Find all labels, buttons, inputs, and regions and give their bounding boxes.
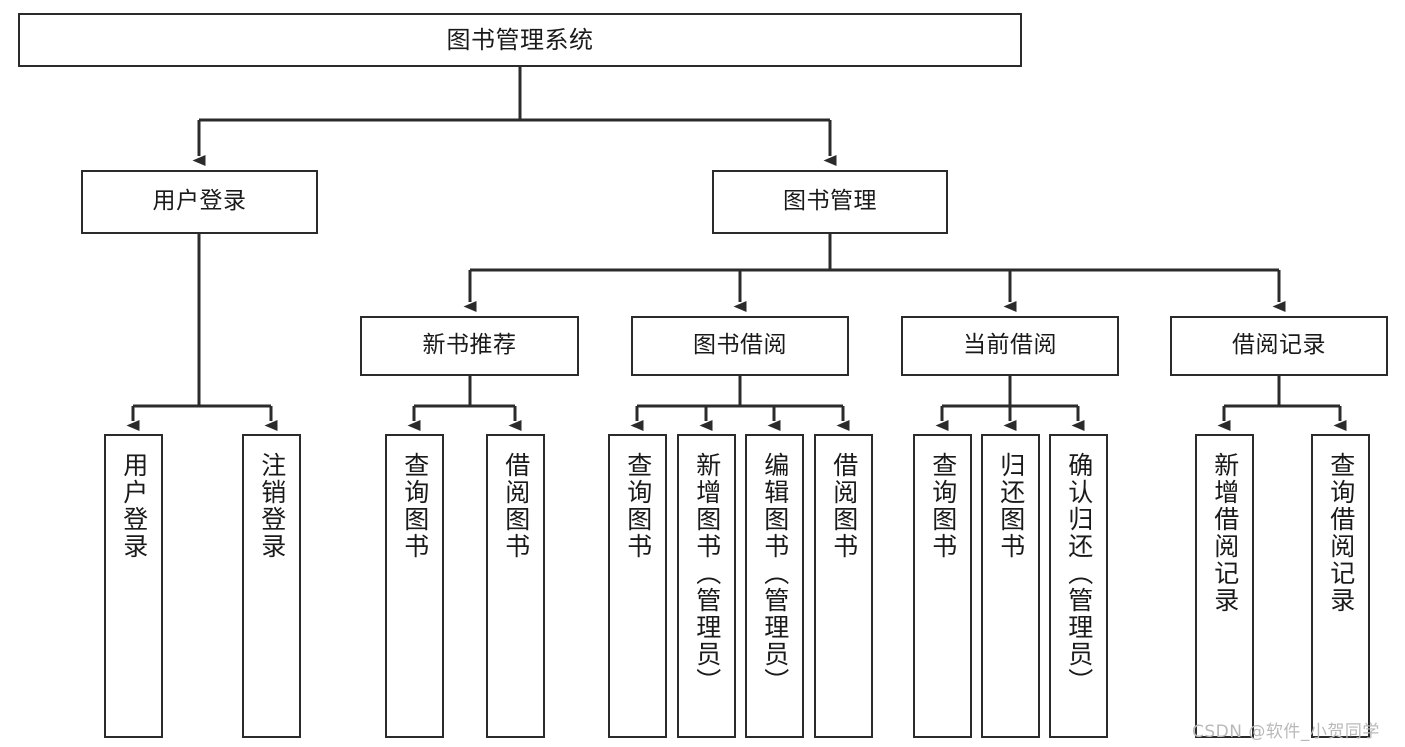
node-label: 用户登录 (152, 188, 247, 215)
node-label: 注销登录 (257, 452, 287, 560)
node-label: 借阅图书 (501, 452, 531, 560)
leaf-user-login-logout[interactable]: 注销登录 (242, 434, 301, 738)
node-label: 图书管理 (783, 188, 877, 215)
node-label: 归还图书 (996, 452, 1026, 560)
node-label: 图书管理系统 (446, 25, 594, 54)
node-label: 查询图书 (623, 452, 653, 560)
node-label: 确认归还（管理员） (1064, 452, 1094, 695)
node-label: 编辑图书（管理员） (760, 452, 790, 695)
leaf-current-borrow-confirm-return[interactable]: 确认归还（管理员） (1049, 434, 1108, 738)
node-label: 新书推荐 (422, 332, 517, 359)
leaf-current-borrow-query[interactable]: 查询图书 (913, 434, 972, 738)
node-label: 用户登录 (119, 452, 149, 560)
node-label: 图书借阅 (693, 332, 787, 359)
leaf-book-borrow-query[interactable]: 查询图书 (608, 434, 667, 738)
leaf-book-borrow-edit[interactable]: 编辑图书（管理员） (745, 434, 804, 738)
node-label: 查询借阅记录 (1326, 452, 1356, 614)
leaf-new-book-query[interactable]: 查询图书 (385, 434, 444, 738)
node-label: 新增图书（管理员） (692, 452, 722, 695)
node-root-system[interactable]: 图书管理系统 (18, 13, 1022, 67)
leaf-borrow-record-query[interactable]: 查询借阅记录 (1311, 434, 1370, 738)
leaf-new-book-borrow[interactable]: 借阅图书 (486, 434, 545, 738)
node-label: 新增借阅记录 (1210, 452, 1240, 614)
leaf-user-login-login[interactable]: 用户登录 (104, 434, 163, 738)
node-book-management[interactable]: 图书管理 (712, 170, 948, 234)
csdn-watermark: CSDN @软件_小贺同学 (1192, 722, 1380, 742)
leaf-book-borrow-borrow[interactable]: 借阅图书 (814, 434, 873, 738)
node-label: 当前借阅 (963, 332, 1057, 359)
node-current-borrow[interactable]: 当前借阅 (901, 316, 1119, 376)
node-label: 借阅图书 (829, 452, 859, 560)
leaf-book-borrow-add[interactable]: 新增图书（管理员） (677, 434, 736, 738)
node-new-book-recommend[interactable]: 新书推荐 (360, 316, 579, 376)
node-label: 查询图书 (928, 452, 958, 560)
leaf-current-borrow-return[interactable]: 归还图书 (981, 434, 1040, 738)
node-borrow-record[interactable]: 借阅记录 (1170, 316, 1388, 376)
node-label: 查询图书 (400, 452, 430, 560)
node-book-borrow[interactable]: 图书借阅 (631, 316, 849, 376)
node-user-login[interactable]: 用户登录 (81, 170, 318, 234)
leaf-borrow-record-add[interactable]: 新增借阅记录 (1195, 434, 1254, 738)
node-label: 借阅记录 (1232, 332, 1326, 359)
